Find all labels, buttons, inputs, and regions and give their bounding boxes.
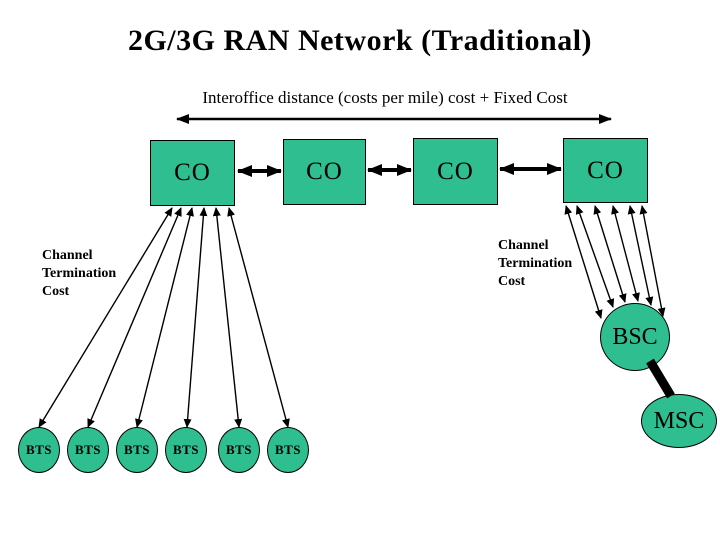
- co-box-3-label: CO: [437, 157, 474, 185]
- bts-node-5: BTS: [218, 427, 260, 473]
- channel-termination-cost-right-label: Channel Termination Cost: [498, 238, 573, 289]
- co-box-4-label: CO: [587, 156, 624, 184]
- bsc-node: BSC: [600, 303, 670, 371]
- bts-node-1: BTS: [18, 427, 60, 473]
- msc-label: MSC: [653, 407, 705, 434]
- bts-label-5: BTS: [225, 442, 253, 457]
- co-box-2: CO: [283, 139, 366, 205]
- bts-node-4: BTS: [165, 427, 207, 473]
- bts-label-1: BTS: [25, 442, 53, 457]
- co-box-1: CO: [150, 140, 235, 206]
- bts-label-4: BTS: [172, 442, 200, 457]
- co-box-3: CO: [413, 138, 498, 205]
- bts-label-3: BTS: [123, 442, 151, 457]
- bsc-label: BSC: [612, 323, 658, 350]
- co-box-1-label: CO: [174, 159, 211, 186]
- bts-label-6: BTS: [274, 442, 302, 457]
- bts-label-2: BTS: [74, 442, 102, 457]
- msc-node: MSC: [641, 394, 717, 448]
- slide-title: 2G/3G RAN Network (Traditional): [127, 24, 593, 57]
- bts-node-6: BTS: [267, 427, 309, 473]
- bts-node-3: BTS: [116, 427, 158, 473]
- channel-termination-cost-left-label: Channel Termination Cost: [42, 248, 117, 299]
- bsc-msc-link: [646, 358, 675, 399]
- interoffice-distance-label: Interoffice distance (costs per mile) co…: [202, 88, 568, 107]
- co-box-2-label: CO: [306, 158, 343, 185]
- bts-node-2: BTS: [67, 427, 109, 473]
- co1-bts-arrows: [38, 207, 290, 428]
- co-box-4: CO: [563, 138, 648, 203]
